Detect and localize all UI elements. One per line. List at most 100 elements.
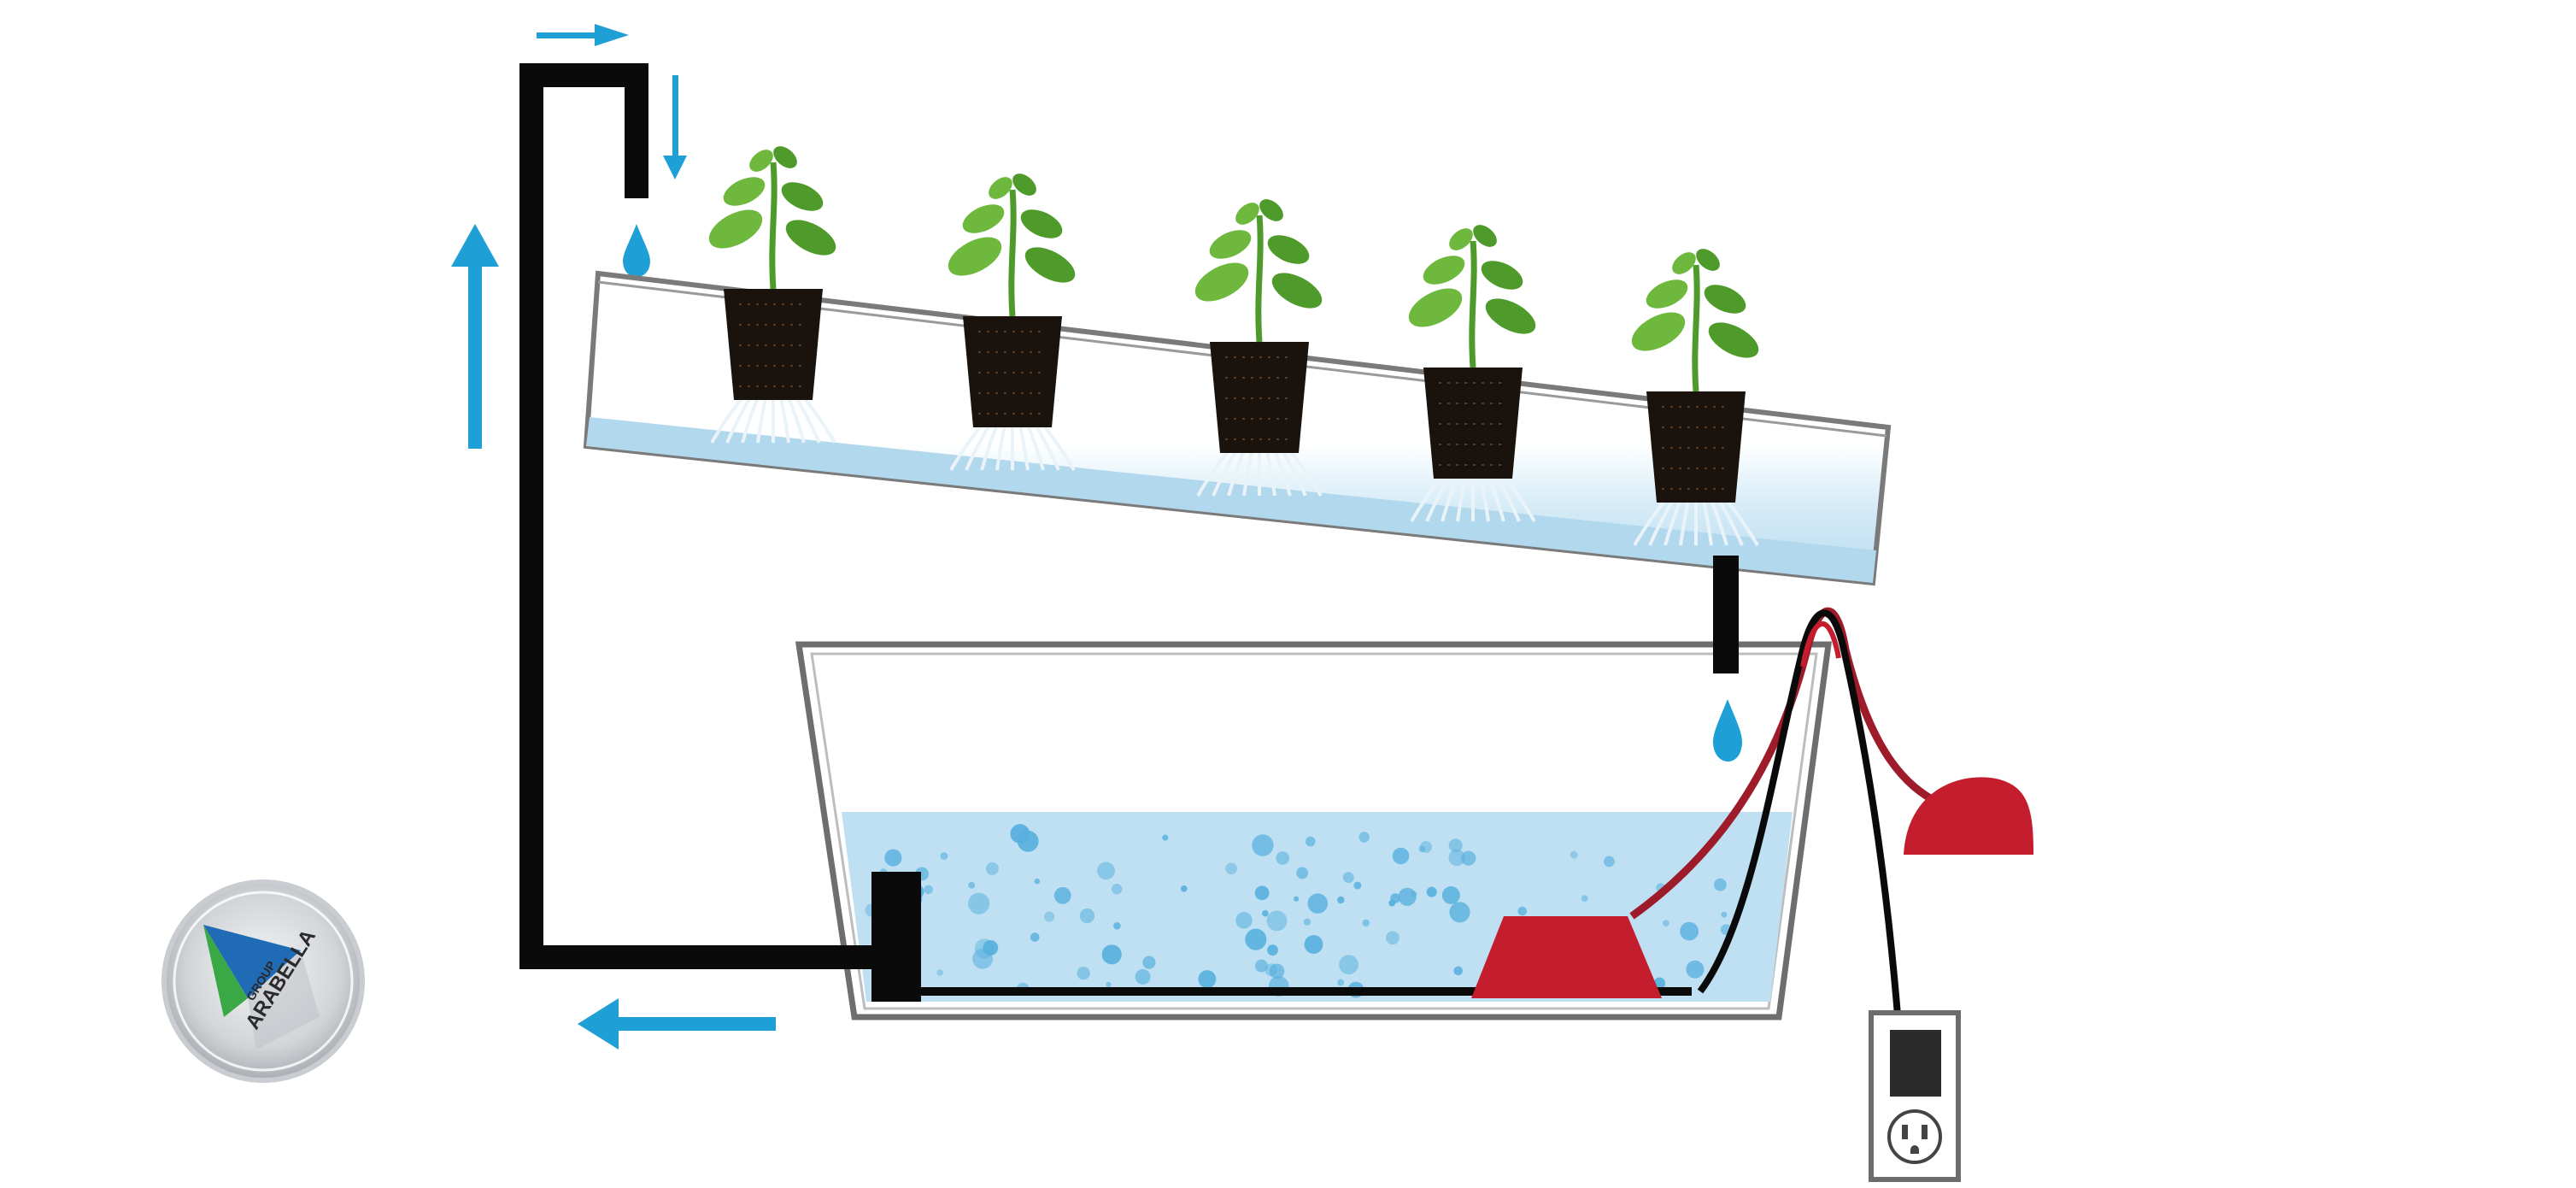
bubble (1342, 872, 1354, 884)
bubble (1010, 824, 1030, 844)
leaf-icon (1423, 256, 1465, 285)
leaf-icon (1408, 288, 1463, 327)
pump-outlet-fitting (871, 872, 921, 1002)
leaf-icon (1012, 173, 1036, 196)
plant (1408, 225, 1536, 522)
bubble (1386, 931, 1399, 945)
socket-icon (1887, 1109, 1942, 1164)
submersible-pump (1471, 916, 1662, 998)
bubble (1680, 921, 1699, 941)
pump-plug (1890, 1030, 1941, 1097)
plant (1631, 249, 1759, 546)
bubble (1453, 966, 1463, 976)
bubble (1135, 968, 1151, 985)
bubble (1517, 906, 1527, 916)
bubble (1426, 886, 1437, 897)
flow-arrows (451, 24, 776, 1050)
leaf-icon (708, 209, 763, 249)
leaf-icon (962, 204, 1005, 233)
leaf-icon (1235, 203, 1259, 225)
pump-power-cord (1697, 609, 1902, 1026)
bubble (1388, 899, 1396, 907)
bubble (1570, 850, 1578, 859)
bubble (1604, 856, 1615, 867)
plant (1194, 199, 1323, 497)
reservoir (795, 641, 1832, 1020)
bubble (1053, 886, 1071, 904)
bubble (1262, 909, 1269, 917)
bubble (1449, 902, 1470, 923)
bubble (1030, 932, 1040, 942)
leaf-icon (1485, 298, 1536, 334)
bubble (1296, 867, 1309, 879)
bubble (1303, 918, 1311, 926)
bubble (968, 881, 976, 889)
bubble (1106, 981, 1112, 987)
bubble (1721, 911, 1728, 918)
grow-channel (583, 146, 1892, 586)
bubble (1254, 959, 1268, 973)
flow-arrow-left-icon (578, 998, 776, 1050)
bubble (1198, 970, 1217, 989)
bubble (1392, 847, 1410, 865)
bubble (1266, 910, 1288, 932)
inlet-water-drop (623, 224, 650, 277)
bubble (1245, 928, 1267, 950)
leaf-icon (1259, 199, 1283, 221)
leaf-icon (785, 220, 836, 256)
bubble (983, 940, 999, 956)
reservoir-inner-wall (810, 652, 1818, 1010)
power-outlet (1869, 1010, 1961, 1182)
bubble (968, 892, 990, 915)
bubble (1581, 895, 1588, 903)
bubble (1142, 956, 1156, 969)
bubble (985, 862, 999, 875)
leaf-icon (1646, 279, 1688, 309)
flow-arrow-down-icon (663, 75, 687, 179)
cords (1629, 607, 1942, 1026)
leaf-icon (1267, 235, 1310, 264)
bubble (940, 852, 948, 861)
bubble (1077, 966, 1090, 980)
bubble (1307, 893, 1329, 914)
bubble (1265, 963, 1278, 977)
bubble (924, 885, 933, 895)
leaf-icon (723, 177, 766, 206)
drain-water-drop (1712, 699, 1743, 762)
bubble (1235, 912, 1253, 929)
plant (948, 173, 1076, 471)
leaf-icon (1271, 273, 1323, 309)
bubble (1112, 884, 1123, 895)
leaf-icon (1672, 252, 1696, 274)
bubble (1162, 834, 1169, 841)
bubble (1339, 955, 1358, 975)
bubble (1101, 944, 1122, 965)
leaf-icon (948, 237, 1002, 276)
bubble (1276, 851, 1289, 865)
leaf-icon (1194, 262, 1249, 302)
bubble (1410, 891, 1417, 897)
air-stone (1904, 777, 2033, 855)
bubble (1353, 881, 1362, 890)
bubble (1079, 908, 1095, 924)
leaf-icon (1481, 261, 1523, 290)
leaf-icon (1020, 209, 1063, 238)
leaf-icon (1696, 249, 1720, 271)
bubble (1358, 832, 1370, 843)
leaf-icon (989, 177, 1012, 199)
flow-arrow-right-icon (537, 24, 629, 46)
bubble (1113, 922, 1121, 930)
bubble (1252, 834, 1274, 856)
leaf-icon (1631, 312, 1686, 351)
grow-channel-water (586, 417, 1876, 583)
bubble (1225, 862, 1237, 875)
leaf-icon (1209, 230, 1252, 259)
bubble (1337, 896, 1345, 904)
bubble (1337, 979, 1345, 986)
bubble (1304, 935, 1323, 954)
drain-pipe (1712, 556, 1743, 762)
plant (708, 146, 836, 444)
leaf-icon (1708, 322, 1759, 358)
leaf-icon (1704, 285, 1746, 314)
